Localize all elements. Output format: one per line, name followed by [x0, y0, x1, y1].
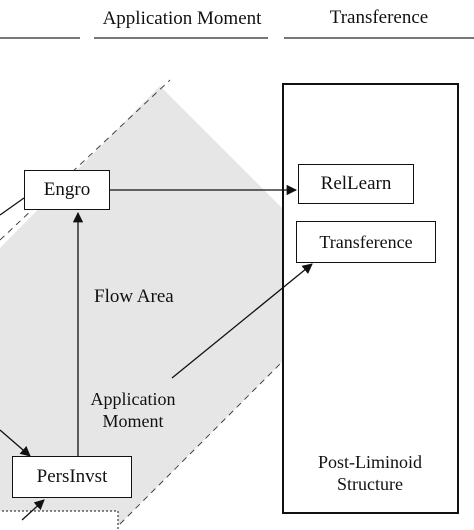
- label-application-moment-line2: Moment: [102, 410, 164, 431]
- label-post-liminoid-line2: Structure: [337, 473, 403, 494]
- header-transference: Transference: [329, 7, 429, 28]
- band-boundary-lower: [119, 359, 285, 525]
- node-transference: Transference: [296, 221, 436, 263]
- incoming-arrow-persinvst: [0, 429, 31, 457]
- incoming-arrow-bottom: [21, 499, 45, 521]
- label-application-moment: Application Moment: [78, 389, 188, 432]
- partial-box-bottom-left: [0, 510, 119, 530]
- arrow-application-to-transference: [171, 263, 313, 379]
- incoming-line-upper: [0, 197, 25, 216]
- label-flow-area: Flow Area: [94, 286, 174, 307]
- band-boundary-upper: [0, 79, 171, 241]
- label-post-liminoid-line1: Post-Liminoid: [317, 452, 422, 472]
- node-engro: Engro: [24, 170, 110, 210]
- label-post-liminoid-structure: Post-Liminoid Structure: [300, 452, 440, 495]
- node-persinvst: PersInvst: [12, 456, 132, 498]
- label-application-moment-line1: Application: [90, 389, 176, 409]
- header-application-moment: Application Moment: [102, 8, 262, 29]
- post-liminoid-structure-box: [282, 83, 459, 514]
- node-rellearn: RelLearn: [298, 164, 414, 204]
